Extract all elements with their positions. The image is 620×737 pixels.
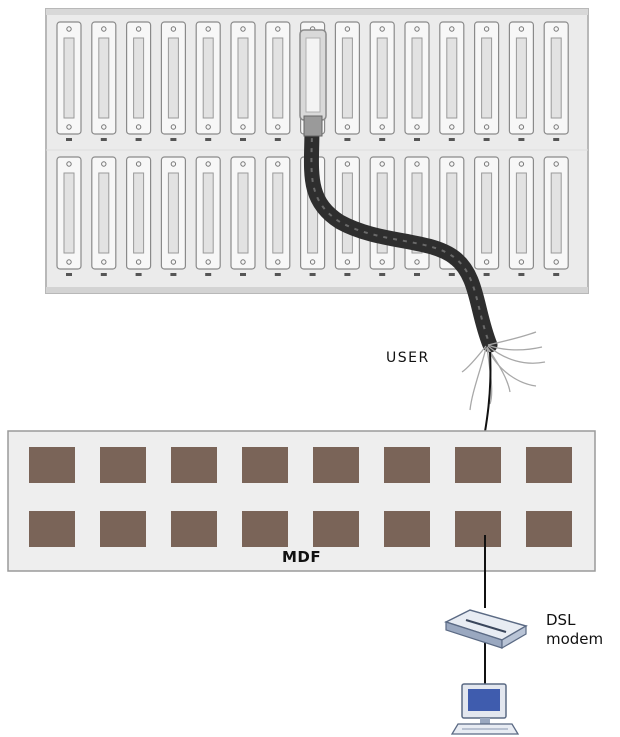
dsl-modem-label-line1: DSL bbox=[546, 611, 576, 629]
connector bbox=[56, 156, 82, 276]
connector bbox=[125, 21, 152, 141]
mdf-block bbox=[526, 447, 572, 483]
connector bbox=[265, 21, 291, 141]
mdf-block bbox=[171, 447, 217, 483]
dsl-modem-label-line2: modem bbox=[546, 630, 604, 648]
connector bbox=[195, 21, 221, 141]
mdf-block bbox=[384, 447, 430, 483]
connector bbox=[160, 156, 186, 276]
connector bbox=[369, 21, 395, 141]
desktop-computer-icon bbox=[450, 683, 520, 735]
connector bbox=[230, 156, 256, 276]
connector bbox=[334, 21, 360, 141]
mdf-block bbox=[171, 511, 217, 547]
mdf-block bbox=[455, 511, 501, 547]
mdf-block bbox=[384, 511, 430, 547]
connector bbox=[439, 156, 465, 276]
dsl-modem-icon bbox=[444, 609, 528, 650]
connector bbox=[160, 21, 186, 141]
mdf-block bbox=[29, 511, 75, 547]
connector bbox=[91, 156, 117, 276]
connector bbox=[56, 21, 82, 141]
amphenol-cable-icon bbox=[299, 29, 546, 471]
mdf-label: MDF bbox=[282, 548, 322, 566]
mdf-frame bbox=[7, 430, 596, 572]
connector bbox=[474, 156, 500, 276]
mdf-block bbox=[313, 447, 359, 483]
connector bbox=[543, 156, 569, 276]
connector bbox=[439, 21, 465, 141]
mdf-block bbox=[242, 511, 288, 547]
mdf-block bbox=[526, 511, 572, 547]
connector bbox=[508, 156, 534, 276]
connector bbox=[474, 21, 500, 141]
connector bbox=[265, 156, 291, 276]
connector bbox=[543, 21, 569, 141]
mdf-block bbox=[455, 447, 501, 483]
connector bbox=[91, 21, 117, 141]
dsl-modem-label: DSL modem bbox=[546, 611, 603, 649]
connector bbox=[125, 156, 152, 276]
connector bbox=[230, 21, 256, 141]
connector bbox=[404, 156, 430, 276]
connector bbox=[508, 21, 534, 141]
mdf-block bbox=[313, 511, 359, 547]
connector bbox=[369, 156, 395, 276]
mdf-block bbox=[100, 511, 146, 547]
connector bbox=[404, 21, 430, 141]
mdf-block bbox=[29, 447, 75, 483]
mdf-block bbox=[242, 447, 288, 483]
user-label: USER bbox=[386, 350, 430, 366]
mdf-block-grid bbox=[29, 447, 572, 547]
mdf-block bbox=[100, 447, 146, 483]
connector bbox=[195, 156, 221, 276]
